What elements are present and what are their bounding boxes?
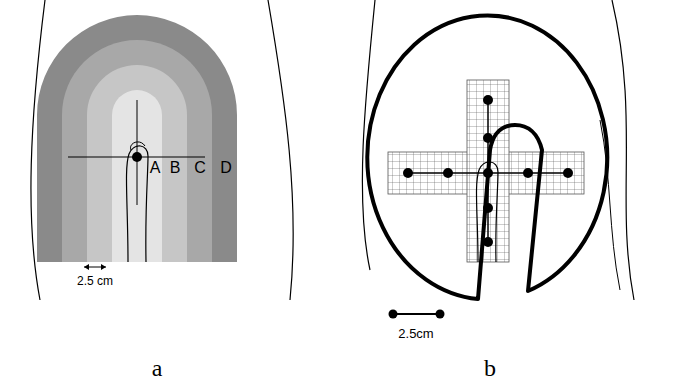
zone-letter: A <box>150 160 161 176</box>
zone-letter: D <box>220 160 232 176</box>
measurement-grid <box>467 80 509 262</box>
zone-band-b <box>87 65 187 262</box>
scale-bar-end <box>389 310 398 319</box>
zone-band-a <box>112 90 162 262</box>
panel-letter: a <box>152 356 163 380</box>
body-outline <box>612 0 634 300</box>
scale-bar <box>393 313 440 315</box>
zone-letter: C <box>194 160 206 176</box>
body-outline <box>268 0 293 300</box>
flap-outline <box>476 162 498 262</box>
scale-label: 2.5 cm <box>77 275 113 287</box>
scale-arrowhead <box>84 264 106 270</box>
panel-letter: b <box>484 356 496 380</box>
zone-letter: B <box>170 160 181 176</box>
center-dot <box>132 152 142 162</box>
zone-band-d <box>37 15 237 262</box>
body-outline <box>600 120 620 290</box>
zone-band-c <box>62 40 212 262</box>
scale-bar-end <box>436 310 445 319</box>
defect-outline <box>367 15 607 299</box>
measure-points <box>403 95 573 247</box>
scale-label: 2.5cm <box>398 327 433 340</box>
flap-outline <box>131 142 145 150</box>
